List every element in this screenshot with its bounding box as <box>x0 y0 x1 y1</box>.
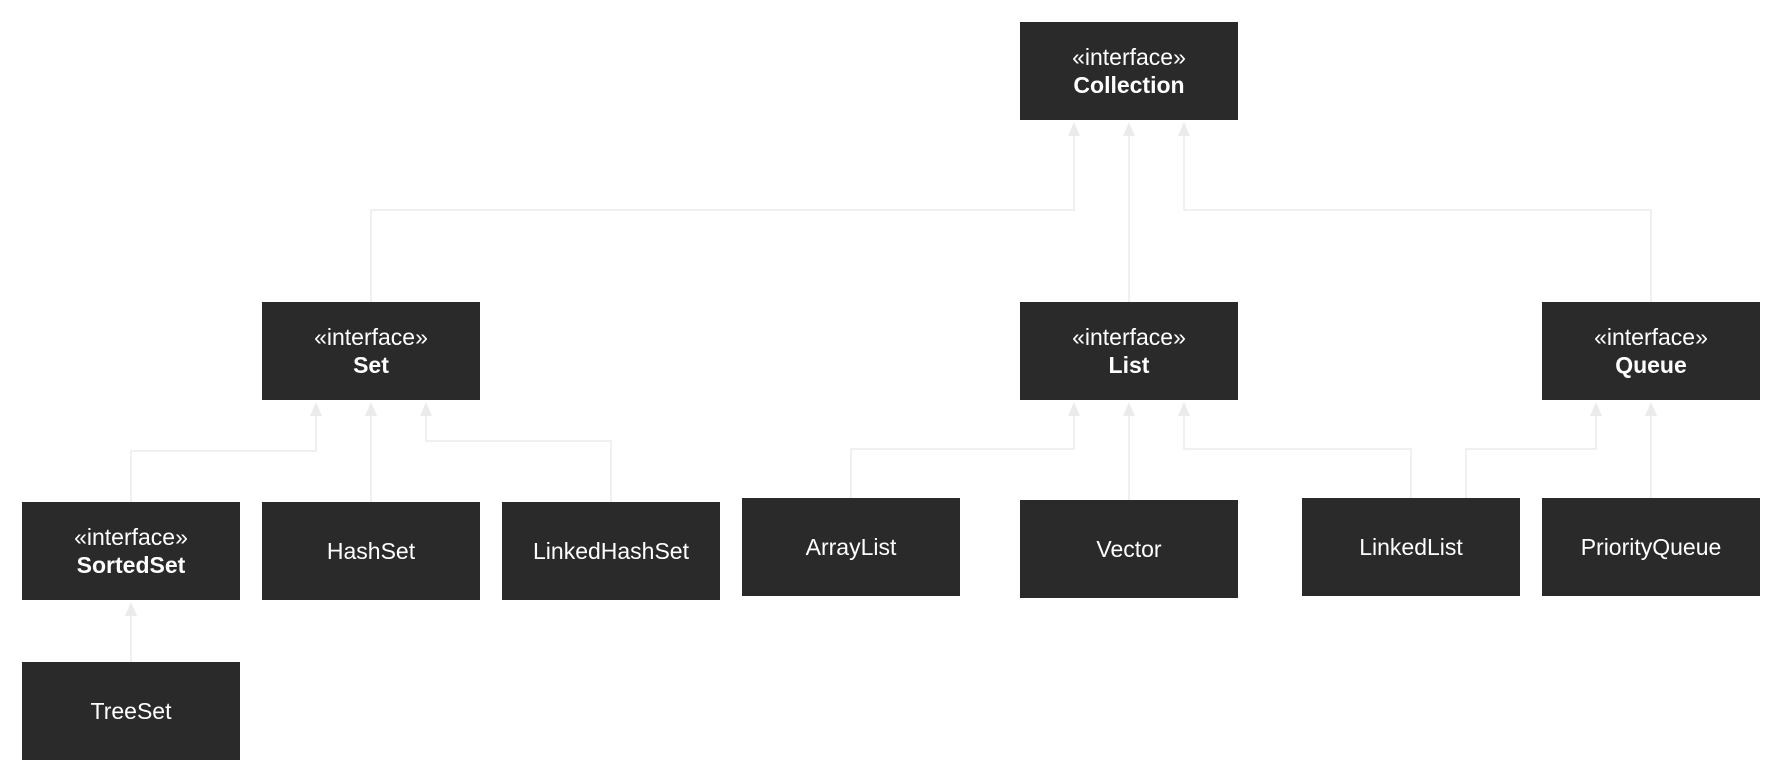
class-node-vector[interactable]: Vector <box>1020 500 1238 598</box>
edge-linkedlist-list <box>1183 408 1412 498</box>
arrowhead <box>310 402 322 416</box>
class-node-linkedhashset[interactable]: LinkedHashSet <box>502 502 720 600</box>
arrowhead <box>125 602 137 616</box>
class-node-priorityqueue[interactable]: PriorityQueue <box>1542 498 1760 596</box>
arrowhead <box>1590 402 1602 416</box>
edge-set-collection <box>370 128 1075 302</box>
interface-node-set[interactable]: «interface» Set <box>262 302 480 400</box>
arrowhead <box>1068 402 1080 416</box>
interface-name: SortedSet <box>76 552 186 578</box>
stereotype-label: «interface» <box>314 324 428 350</box>
class-name: PriorityQueue <box>1580 534 1722 560</box>
arrowhead <box>420 402 432 416</box>
arrowhead <box>1178 122 1190 136</box>
class-node-arraylist[interactable]: ArrayList <box>742 498 960 596</box>
stereotype-label: «interface» <box>1072 324 1186 350</box>
interface-name: List <box>1108 352 1150 378</box>
interface-node-collection[interactable]: «interface» Collection <box>1020 22 1238 120</box>
interface-node-list[interactable]: «interface» List <box>1020 302 1238 400</box>
interface-name: Set <box>353 352 389 378</box>
class-name: LinkedHashSet <box>533 538 689 564</box>
class-name: HashSet <box>326 538 416 564</box>
arrowhead <box>1123 122 1135 136</box>
arrowhead <box>1068 122 1080 136</box>
edge-sortedset-set <box>130 408 317 502</box>
interface-node-queue[interactable]: «interface» Queue <box>1542 302 1760 400</box>
class-name: TreeSet <box>90 698 172 724</box>
arrowhead <box>1645 402 1657 416</box>
class-node-linkedlist[interactable]: LinkedList <box>1302 498 1520 596</box>
class-name: ArrayList <box>805 534 897 560</box>
interface-node-sortedset[interactable]: «interface» SortedSet <box>22 502 240 600</box>
edge-linkedlist-queue <box>1465 408 1597 498</box>
interface-name: Collection <box>1073 72 1185 98</box>
class-name: Vector <box>1096 536 1162 562</box>
interface-name: Queue <box>1615 352 1687 378</box>
arrowhead <box>1178 402 1190 416</box>
class-node-treeset[interactable]: TreeSet <box>22 662 240 760</box>
edge-queue-collection <box>1183 128 1652 302</box>
edge-arraylist-list <box>850 408 1075 498</box>
edge-linkedhashset-set <box>425 408 612 502</box>
class-node-hashset[interactable]: HashSet <box>262 502 480 600</box>
class-name: LinkedList <box>1359 534 1463 560</box>
arrowhead <box>1123 402 1135 416</box>
stereotype-label: «interface» <box>1594 324 1708 350</box>
stereotype-label: «interface» <box>1072 44 1186 70</box>
arrowhead <box>365 402 377 416</box>
stereotype-label: «interface» <box>74 524 188 550</box>
